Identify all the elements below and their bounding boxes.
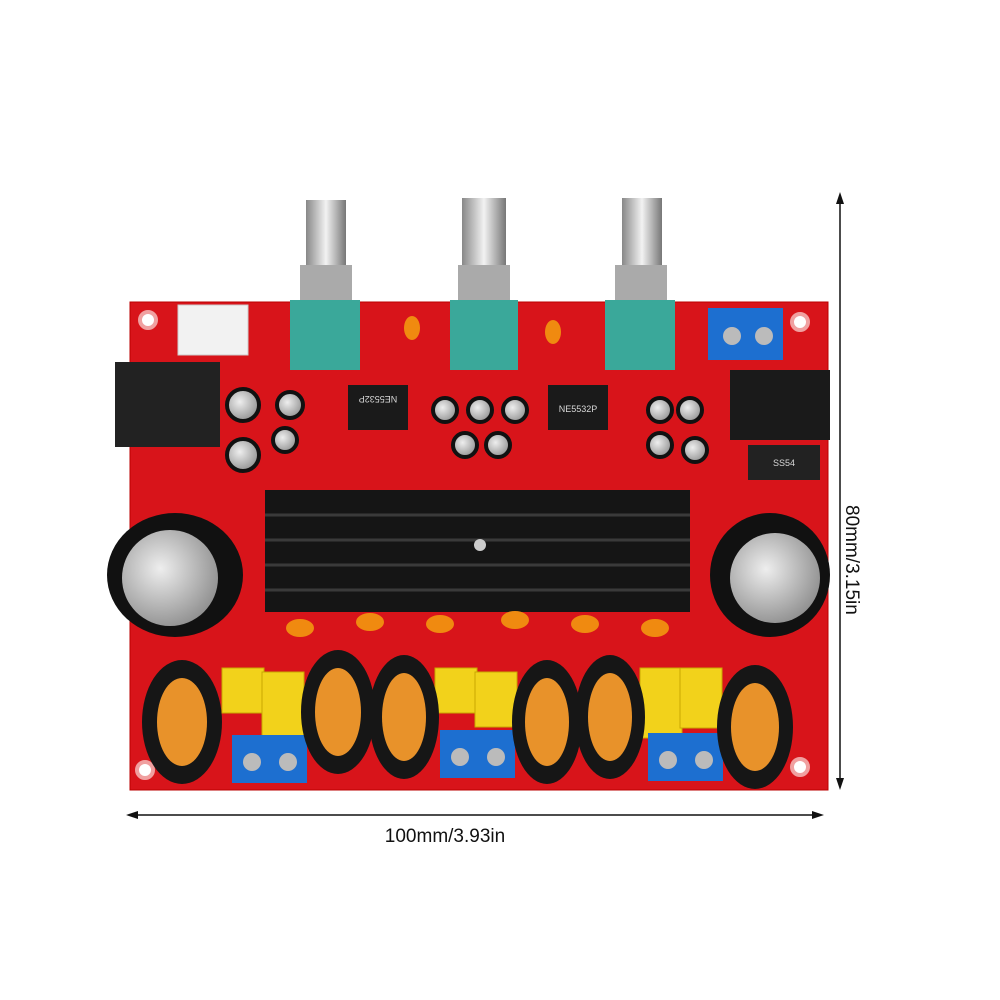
op-amp-chip [348, 385, 408, 430]
height-dimension-line [836, 192, 844, 790]
small-capacitors [225, 387, 709, 473]
op-amp-chip [548, 385, 608, 430]
audio-jack [115, 362, 220, 447]
diode-ss54 [748, 445, 820, 480]
width-label: 100mm/3.93in [384, 826, 506, 847]
height-label: 80mm/3.15in [841, 505, 862, 615]
ceramic-capacitors [286, 316, 669, 637]
large-capacitors [107, 513, 830, 637]
dc-jack [730, 370, 830, 440]
potentiometers [290, 198, 675, 370]
op-amp-chip-marking: NE5532P [559, 404, 598, 414]
inductors [142, 650, 793, 789]
heatsink [265, 490, 690, 612]
diode-marking: SS54 [773, 458, 795, 468]
op-amp-chip-marking: NE5532P [359, 394, 398, 404]
speaker-terminals [232, 730, 723, 783]
width-dimension-line [126, 811, 824, 819]
film-capacitors [221, 667, 723, 743]
mounting-holes [135, 310, 810, 780]
input-connector [177, 304, 249, 356]
